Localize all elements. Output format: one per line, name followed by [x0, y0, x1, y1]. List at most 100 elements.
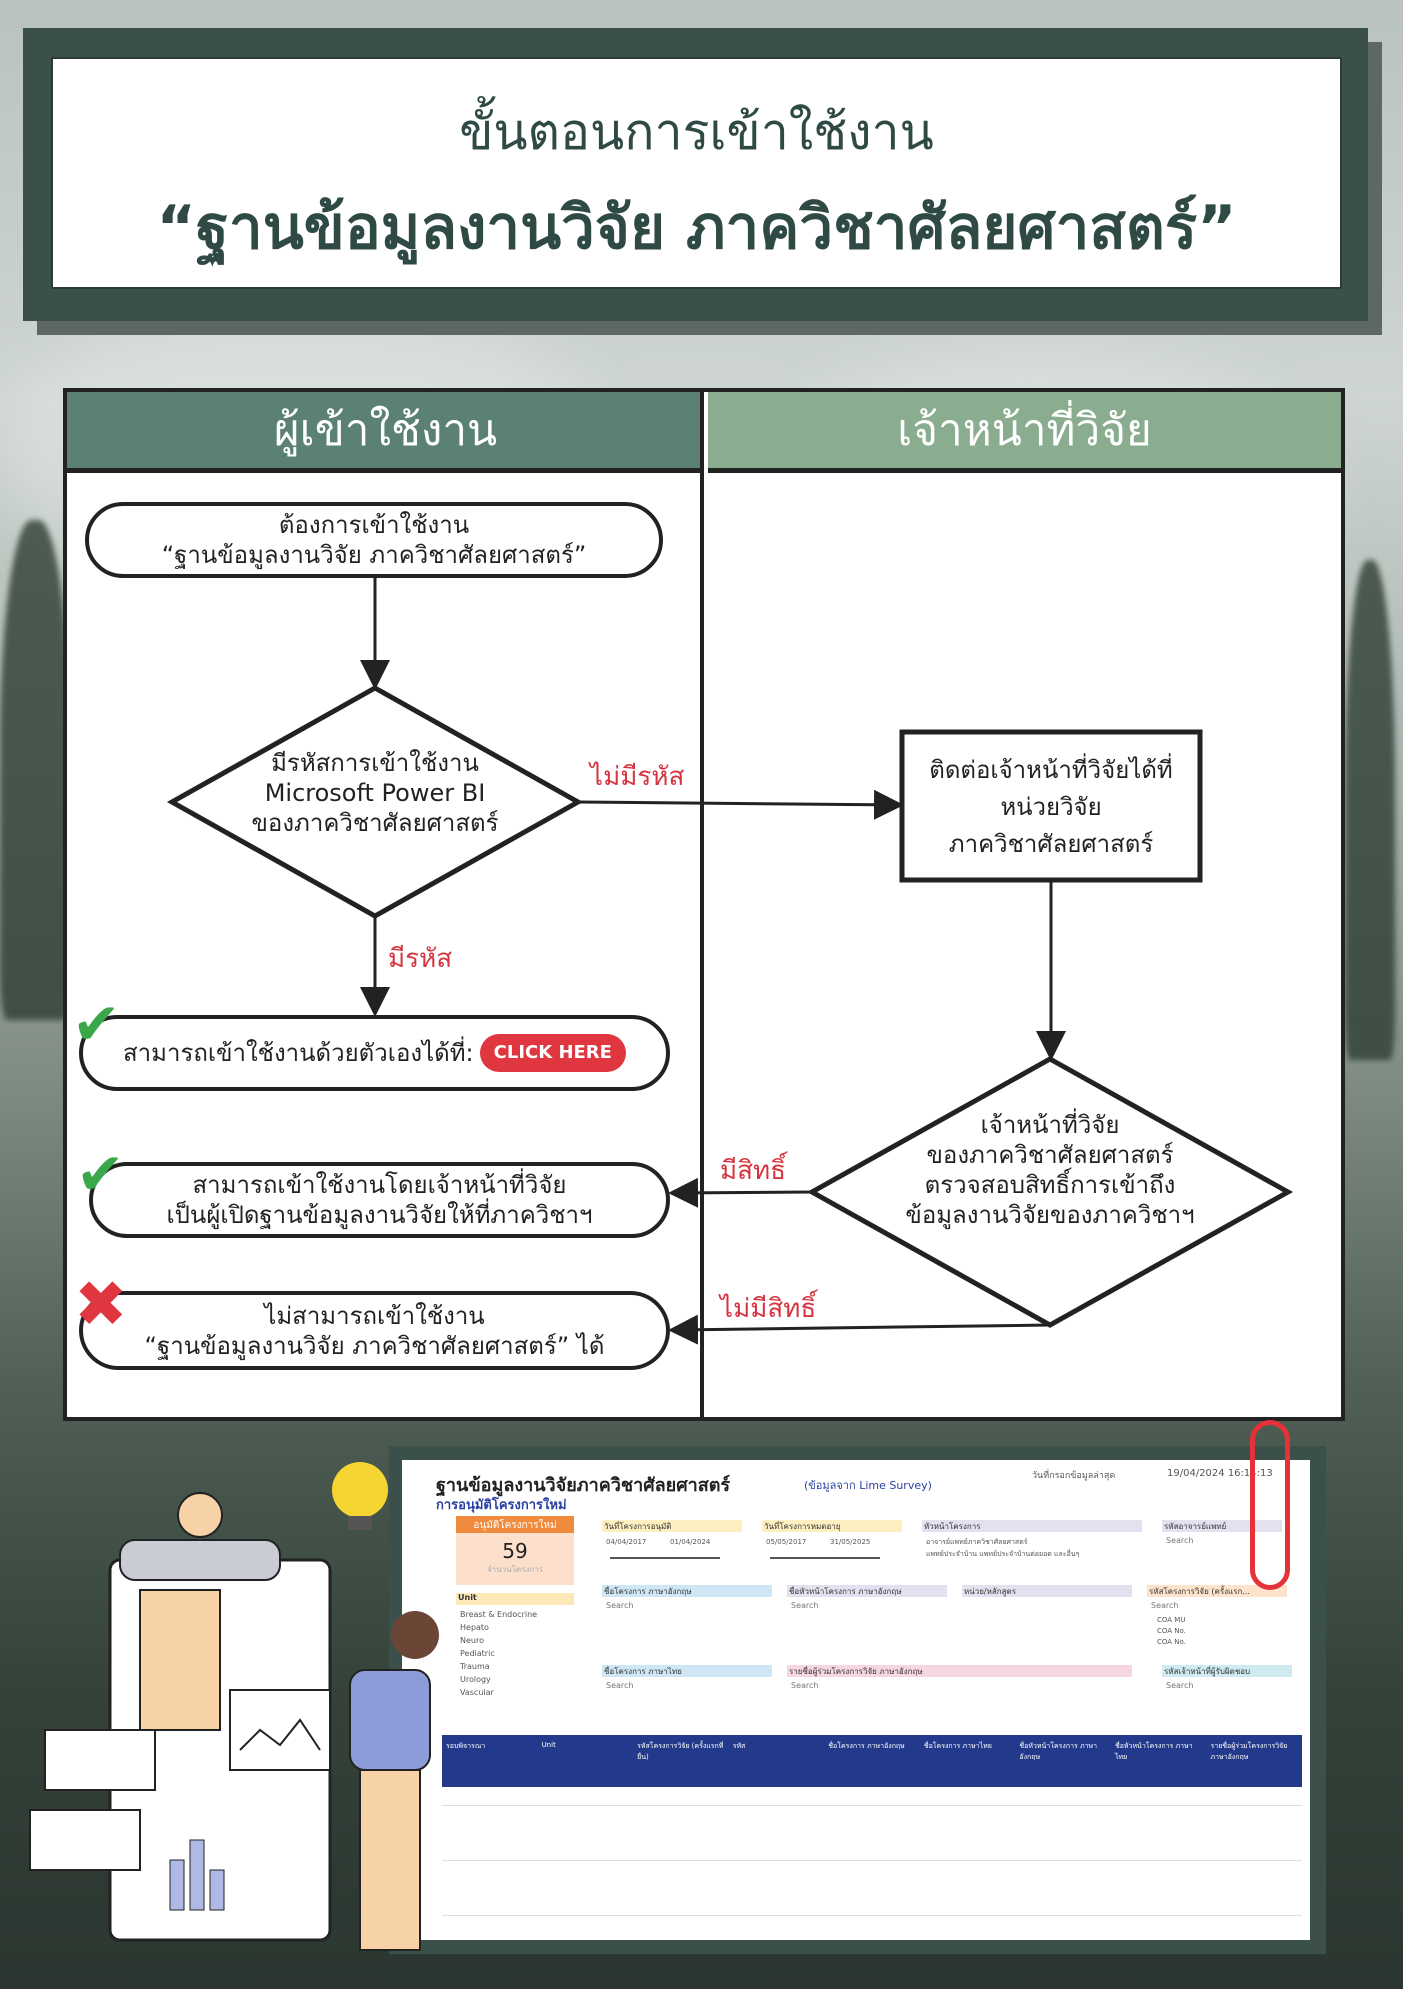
- coa-item[interactable]: COA No.: [1157, 1638, 1186, 1646]
- coa-list: COA MU COA No. COA No.: [1157, 1615, 1186, 1648]
- d1-line2: Microsoft Power BI: [264, 779, 486, 807]
- search-input[interactable]: Search: [606, 1601, 634, 1610]
- dashboard-preview: ฐานข้อมูลงานวิจัยภาควิชาศัลยศาสตร์ (ข้อม…: [402, 1460, 1310, 1940]
- contact-box: [899, 729, 1203, 883]
- label-has-right: มีสิทธิ์: [720, 1156, 787, 1186]
- no-access-line1: ไม่สามารถเข้าใช้งาน: [264, 1301, 485, 1330]
- decision1-text: มีรหัสการเข้าใช้งาน Microsoft Power BI ข…: [235, 748, 515, 838]
- contact-line1: ติดต่อเจ้าหน้าที่วิจัยได้ที่: [929, 756, 1173, 784]
- start-node: ต้องการเข้าใช้งาน “ฐานข้อมูลงานวิจัย ภาค…: [85, 502, 663, 578]
- card-value: 59: [502, 1539, 528, 1563]
- column-header[interactable]: รหัส: [732, 1742, 746, 1750]
- pi-option[interactable]: แพทย์ประจำบ้าน แพทย์ประจำบ้านต่อยอด และอ…: [926, 1550, 1080, 1558]
- approved-date-label: วันที่โครงการอนุมัติ: [602, 1520, 742, 1532]
- pi-label: หัวหน้าโครงการ: [922, 1520, 1142, 1532]
- unit-item[interactable]: Pediatric: [460, 1649, 495, 1658]
- updated-value: 19/04/2024 16:14:13: [1167, 1468, 1273, 1479]
- no-access-node: ไม่สามารถเข้าใช้งาน “ฐานข้อมูลงานวิจัย ภ…: [79, 1291, 670, 1370]
- table-header: รอบพิจารณา Unit รหัสโครงการวิจัย (ครั้งแ…: [442, 1735, 1302, 1787]
- start-line1: ต้องการเข้าใช้งาน: [278, 511, 470, 539]
- unit-course-label: หน่วย/หลักสูตร: [962, 1585, 1132, 1597]
- tree: [1345, 560, 1395, 1060]
- d1-line3: ของภาควิชาศัลยศาสตร์: [251, 809, 499, 837]
- column-header[interactable]: ชื่อหัวหน้าโครงการ ภาษาอังกฤษ: [1019, 1742, 1098, 1761]
- search-input[interactable]: Search: [1166, 1536, 1194, 1545]
- woman-hair: [391, 1611, 439, 1659]
- unit-list: Breast & Endocrine Hepato Neuro Pediatri…: [460, 1608, 537, 1699]
- start-line2: “ฐานข้อมูลงานวิจัย ภาควิชาศัลยศาสตร์”: [161, 541, 587, 569]
- column-header[interactable]: ชื่อโครงการ ภาษาไทย: [923, 1742, 992, 1750]
- expiry-from[interactable]: 05/05/2017: [766, 1538, 807, 1546]
- kpi-card: 59 จำนวนโครงการ: [456, 1533, 574, 1585]
- d2-line1: เจ้าหน้าที่วิจัย: [980, 1111, 1120, 1139]
- name-th-label: ชื่อโครงการ ภาษาไทย: [602, 1665, 772, 1677]
- search-input[interactable]: Search: [606, 1681, 634, 1690]
- card-caption: จำนวนโครงการ: [486, 1565, 544, 1574]
- coa-item[interactable]: COA No.: [1157, 1627, 1186, 1635]
- table-row: [442, 1915, 1302, 1916]
- lane-divider: [700, 388, 704, 1421]
- column-header[interactable]: รอบพิจารณา: [446, 1742, 486, 1750]
- column-header[interactable]: ชื่อโครงการ ภาษาอังกฤษ: [828, 1742, 905, 1750]
- lane-header-staff: เจ้าหน้าที่วิจัย: [708, 392, 1341, 473]
- contact-text: ติดต่อเจ้าหน้าที่วิจัยได้ที่ หน่วยวิจัย …: [902, 752, 1200, 864]
- table-row: [442, 1805, 1302, 1806]
- pi-en-label: ชื่อหัวหน้าโครงการ ภาษาอังกฤษ: [787, 1585, 947, 1597]
- expiry-date-label: วันที่โครงการหมดอายุ: [762, 1520, 902, 1532]
- column-header[interactable]: รหัสโครงการวิจัย (ครั้งแรกที่ยื่น): [637, 1742, 724, 1761]
- no-access-line2: “ฐานข้อมูลงานวิจัย ภาควิชาศัลยศาสตร์” ได…: [144, 1331, 605, 1360]
- label-no-right: ไม่มีสิทธิ์: [720, 1294, 817, 1324]
- pi-options: อาจารย์แพทย์ภาควิชาศัลยศาสตร์ แพทย์ประจำ…: [926, 1536, 1079, 1560]
- approved-from[interactable]: 04/04/2017: [606, 1538, 647, 1546]
- cross-icon: ✖: [74, 1268, 128, 1342]
- d2-line2: ของภาควิชาศัลยศาสตร์: [926, 1141, 1174, 1169]
- decision1-diamond: [166, 685, 584, 919]
- expiry-date-slider[interactable]: [770, 1557, 880, 1559]
- check-icon: ✔: [76, 1140, 125, 1208]
- label-has-code: มีรหัส: [388, 944, 453, 974]
- staff-code-label: รหัสเจ้าหน้าที่ผู้รับผิดชอบ: [1162, 1665, 1292, 1677]
- lane-header-user: ผู้เข้าใช้งาน: [67, 392, 704, 473]
- check-icon: ✔: [72, 990, 121, 1058]
- dash-title: ฐานข้อมูลงานวิจัยภาควิชาศัลยศาสตร์: [436, 1475, 731, 1496]
- unit-item[interactable]: Urology: [460, 1675, 491, 1684]
- tree: [0, 520, 70, 1020]
- d2-line4: ข้อมูลงานวิจัยของภาควิชาฯ: [905, 1201, 1195, 1229]
- column-header[interactable]: รายชื่อผู้ร่วมโครงการวิจัย ภาษาอังกฤษ: [1210, 1742, 1288, 1761]
- click-here-button[interactable]: CLICK HERE: [479, 1033, 626, 1073]
- search-input[interactable]: Search: [1166, 1681, 1194, 1690]
- title-line1: ขั้นตอนการเข้าใช้งาน: [459, 103, 934, 161]
- search-input[interactable]: Search: [791, 1601, 819, 1610]
- self-access-text: สามารถเข้าใช้งานด้วยตัวเองได้ที่:: [123, 1039, 474, 1067]
- column-header[interactable]: ชื่อหัวหน้าโครงการ ภาษาไทย: [1114, 1742, 1193, 1761]
- unit-item[interactable]: Vascular: [460, 1688, 494, 1697]
- column-header[interactable]: Unit: [541, 1741, 556, 1749]
- people-illustration: [29, 1462, 439, 1951]
- unit-item[interactable]: Breast & Endocrine: [460, 1610, 538, 1619]
- search-input[interactable]: Search: [791, 1681, 819, 1690]
- unit-item[interactable]: Neuro: [460, 1636, 484, 1645]
- staff-access-line2: เป็นผู้เปิดฐานข้อมูลงานวิจัยให้ที่ภาควิช…: [166, 1201, 593, 1229]
- contact-line3: ภาควิชาศัลยศาสตร์: [948, 830, 1154, 859]
- pi-option[interactable]: อาจารย์แพทย์ภาควิชาศัลยศาสตร์: [926, 1538, 1028, 1546]
- unit-item[interactable]: Trauma: [460, 1662, 490, 1671]
- coa-item[interactable]: COA MU: [1157, 1616, 1186, 1624]
- search-input[interactable]: Search: [1151, 1601, 1179, 1610]
- dash-source: (ข้อมูลจาก Lime Survey): [804, 1479, 932, 1492]
- co-en-label: รายชื่อผู้ร่วมโครงการวิจัย ภาษาอังกฤษ: [787, 1665, 1132, 1677]
- d2-line3: ตรวจสอบสิทธิ์การเข้าถึง: [924, 1171, 1176, 1199]
- title-line2: “ฐานข้อมูลงานวิจัย ภาควิชาศัลยศาสตร์”: [156, 193, 1237, 263]
- contact-line2: หน่วยวิจัย: [1000, 793, 1102, 822]
- lightbulb-icon: [332, 1462, 388, 1530]
- paperclip-icon: [1250, 1420, 1290, 1590]
- approved-to[interactable]: 01/04/2024: [670, 1538, 711, 1546]
- staff-access-line1: สามารถเข้าใช้งานโดยเจ้าหน้าที่วิจัย: [192, 1171, 567, 1199]
- table-row: [442, 1860, 1302, 1861]
- man-head: [177, 1492, 223, 1538]
- unit-item[interactable]: Hepato: [460, 1623, 489, 1632]
- staff-access-node: สามารถเข้าใช้งานโดยเจ้าหน้าที่วิจัย เป็น…: [89, 1162, 670, 1238]
- approved-date-slider[interactable]: [610, 1557, 720, 1559]
- project-code-label: รหัสโครงการวิจัย (ครั้งแรก...: [1147, 1585, 1287, 1597]
- expiry-to[interactable]: 31/05/2025: [830, 1538, 871, 1546]
